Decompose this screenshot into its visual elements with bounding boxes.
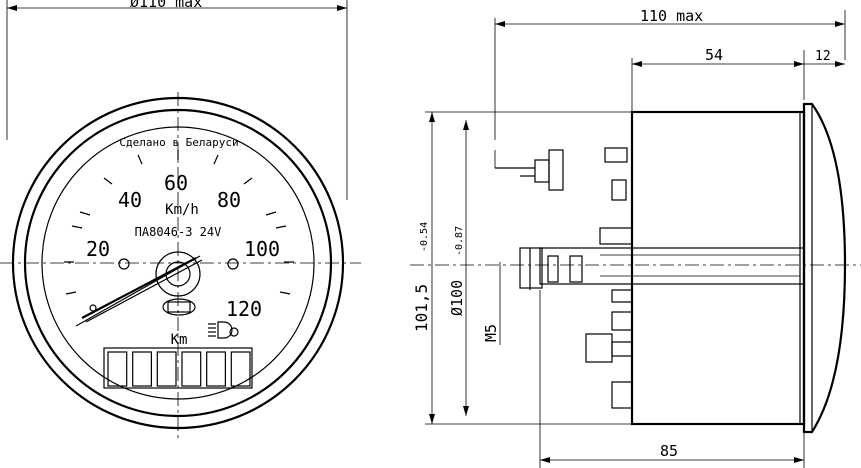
mounting-stud [519,247,805,290]
speed-label-40: 40 [118,188,142,212]
cable-connector [494,149,564,191]
warning-light-icon [208,321,239,339]
speed-label-20: 20 [86,237,110,261]
bezel-outer [11,96,345,430]
body-diameter-tolerance-label: -0.87 [454,226,465,256]
body-diameter-dimension: Ø100 -0.87 [448,120,469,416]
side-view: 110 max 54 12 101,5 -0.54 [410,7,861,468]
depth-dimension: 85 [539,290,805,468]
dial-ticks [64,150,294,295]
model-label: ПА8046-3 24V [135,225,222,239]
front-diameter-dimension: Ø110 max [6,0,348,200]
front-view: Ø110 max Сделано в Беларуси 20 [0,0,361,440]
thread-label: M5 [482,324,500,342]
pointer-needle [75,255,203,327]
odometer-unit-label: Km [171,332,188,348]
odometer-digit [181,351,202,387]
body-length-label: 54 [705,46,723,64]
overall-length-label: 110 max [640,7,703,25]
height-dimension: 101,5 -0.54 [412,111,800,425]
odometer-digit [132,351,152,387]
maker-label: Сделано в Беларуси [119,136,238,149]
thread-dimension: M5 [482,262,501,345]
bezel-depth-label: 12 [815,49,831,64]
unit-label: Km/h [165,202,199,218]
front-diameter-label: Ø110 max [130,0,202,11]
speed-label-80: 80 [217,188,241,212]
pointer-hub [155,251,201,297]
speed-label-60: 60 [164,171,188,195]
depth-label: 85 [660,442,678,460]
odometer-digit [156,351,177,387]
height-label: 101,5 [412,284,431,332]
dial-face [41,126,315,400]
stop-pin-right [227,258,239,270]
odometer-window [103,347,253,389]
stop-pin-left [118,258,130,270]
height-tolerance-label: -0.54 [419,222,430,252]
odometer-digit [230,351,251,387]
terminals [585,147,633,409]
housing-body [630,110,806,426]
odometer-digit [107,351,128,387]
body-diameter-label: Ø100 [448,280,466,316]
speed-label-120: 120 [226,297,262,321]
bezel-inner [23,108,333,418]
manufacturer-logo [162,298,196,316]
body-length-dimension: 54 12 [631,46,845,120]
odometer-digit [206,351,226,387]
speed-label-100: 100 [244,237,280,261]
bezel-profile [802,102,847,434]
overall-length-dimension: 110 max [494,7,846,140]
